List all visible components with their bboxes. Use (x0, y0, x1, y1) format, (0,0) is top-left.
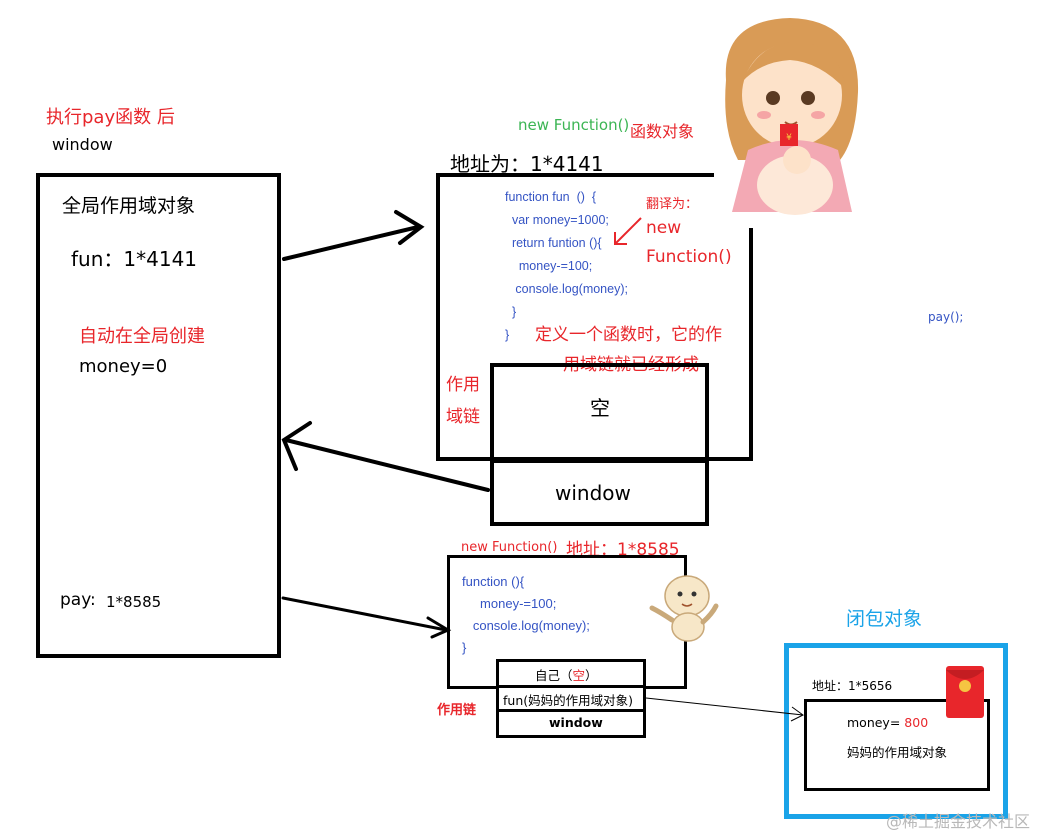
chain-mom-row (496, 685, 646, 712)
code-line: } (505, 328, 510, 342)
closure-arrow (645, 697, 804, 722)
girl-sticker: ¥ (714, 16, 884, 228)
inner-code: function (){ money-=100; console.log(mon… (462, 571, 590, 659)
pay-value: 1*8585 (106, 593, 162, 611)
code-line: function (){ (462, 574, 525, 589)
closure-box (784, 643, 1008, 819)
pay-call: pay(); (928, 310, 964, 324)
translate-value-2: Function() (646, 247, 732, 267)
code-line: money-=100; (462, 596, 557, 611)
global-scope-title: 全局作用域对象 (62, 195, 196, 217)
fun-code: function fun () { var money=1000; return… (505, 186, 628, 347)
chain-mom-label: fun(妈妈的作用域对象) (503, 693, 633, 708)
code-line: function fun () { (505, 190, 597, 204)
fun-object-label: 函数对象 (630, 122, 695, 141)
header-title: 执行pay函数 后 (46, 107, 175, 128)
svg-text:¥: ¥ (786, 133, 792, 143)
auto-created-note: 自动在全局创建 (79, 326, 205, 347)
chain-self-label: 自己（空） (535, 665, 598, 684)
translate-label: 翻译为： (646, 197, 699, 212)
scope-chain-label-1: 作用 (446, 375, 480, 395)
pay-label: pay: (60, 590, 96, 610)
fun-address: 地址为：1*4141 (450, 152, 604, 176)
code-line: return funtion (){ (505, 236, 602, 250)
inner-chain-window-label: window (549, 715, 603, 730)
scope-chain-note-1: 定义一个函数时，它的作 (535, 325, 722, 345)
translate-value-1: new (646, 218, 682, 238)
code-line: var money=1000; (505, 213, 609, 227)
chain-empty-label: 空 (590, 396, 610, 420)
chain-self-text: 自己（ (535, 668, 573, 683)
fun-entry: fun：1*4141 (71, 247, 198, 271)
chain-window-box (490, 459, 709, 526)
code-line: } (462, 640, 467, 655)
code-line: money-=100; (505, 259, 593, 273)
translate-arrow (614, 217, 642, 245)
baby-sticker (649, 575, 719, 642)
header-window-label: window (52, 135, 113, 154)
closure-money-label: money= (847, 715, 901, 730)
closure-mom-scope: 妈妈的作用域对象 (847, 745, 948, 760)
watermark: @稀土掘金技术社区 (886, 812, 1031, 831)
scope-chain-label-2: 域链 (446, 407, 480, 427)
pay-pointer-arrow (281, 596, 452, 639)
code-line: console.log(money); (462, 618, 590, 633)
closure-address: 地址：1*5656 (812, 679, 893, 693)
fun-new-function-label: new Function() (518, 116, 630, 134)
inner-new-function-label: new Function() (461, 540, 558, 555)
closure-inner-box (804, 699, 990, 791)
closure-money-value: 800 (904, 715, 929, 730)
chain-window-row (496, 709, 646, 738)
global-scope-box (36, 173, 281, 658)
red-envelope-icon (946, 666, 984, 718)
chain-self-end: ） (585, 668, 598, 683)
closure-title: 闭包对象 (846, 608, 923, 630)
code-line: } (505, 305, 517, 319)
chain-self-empty: 空 (572, 668, 586, 683)
chain-window-label: window (555, 481, 631, 505)
fun-pointer-arrow (282, 210, 425, 261)
code-line: console.log(money); (505, 282, 628, 296)
window-scope-arrow (281, 421, 490, 492)
closure-money: money= 800 (847, 715, 928, 730)
inner-scope-chain-label: 作用链 (437, 703, 477, 718)
money-entry: money=0 (79, 356, 168, 377)
